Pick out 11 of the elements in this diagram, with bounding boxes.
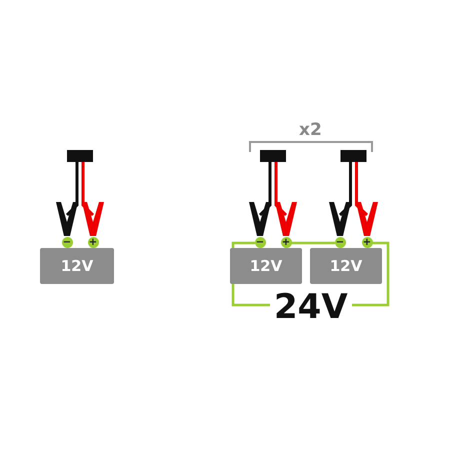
multiplier-label: x2 (299, 120, 322, 140)
wire (291, 242, 335, 244)
terminal-sign: − (62, 236, 72, 248)
battery: 12V (230, 248, 302, 284)
battery: 12V (40, 248, 114, 284)
terminal-sign: − (334, 236, 346, 248)
terminal-sign: − (254, 236, 266, 248)
terminal-sign: + (362, 236, 372, 248)
terminal-sign: + (280, 236, 292, 248)
battery: 12V (310, 248, 382, 284)
terminal-sign: + (88, 236, 98, 248)
